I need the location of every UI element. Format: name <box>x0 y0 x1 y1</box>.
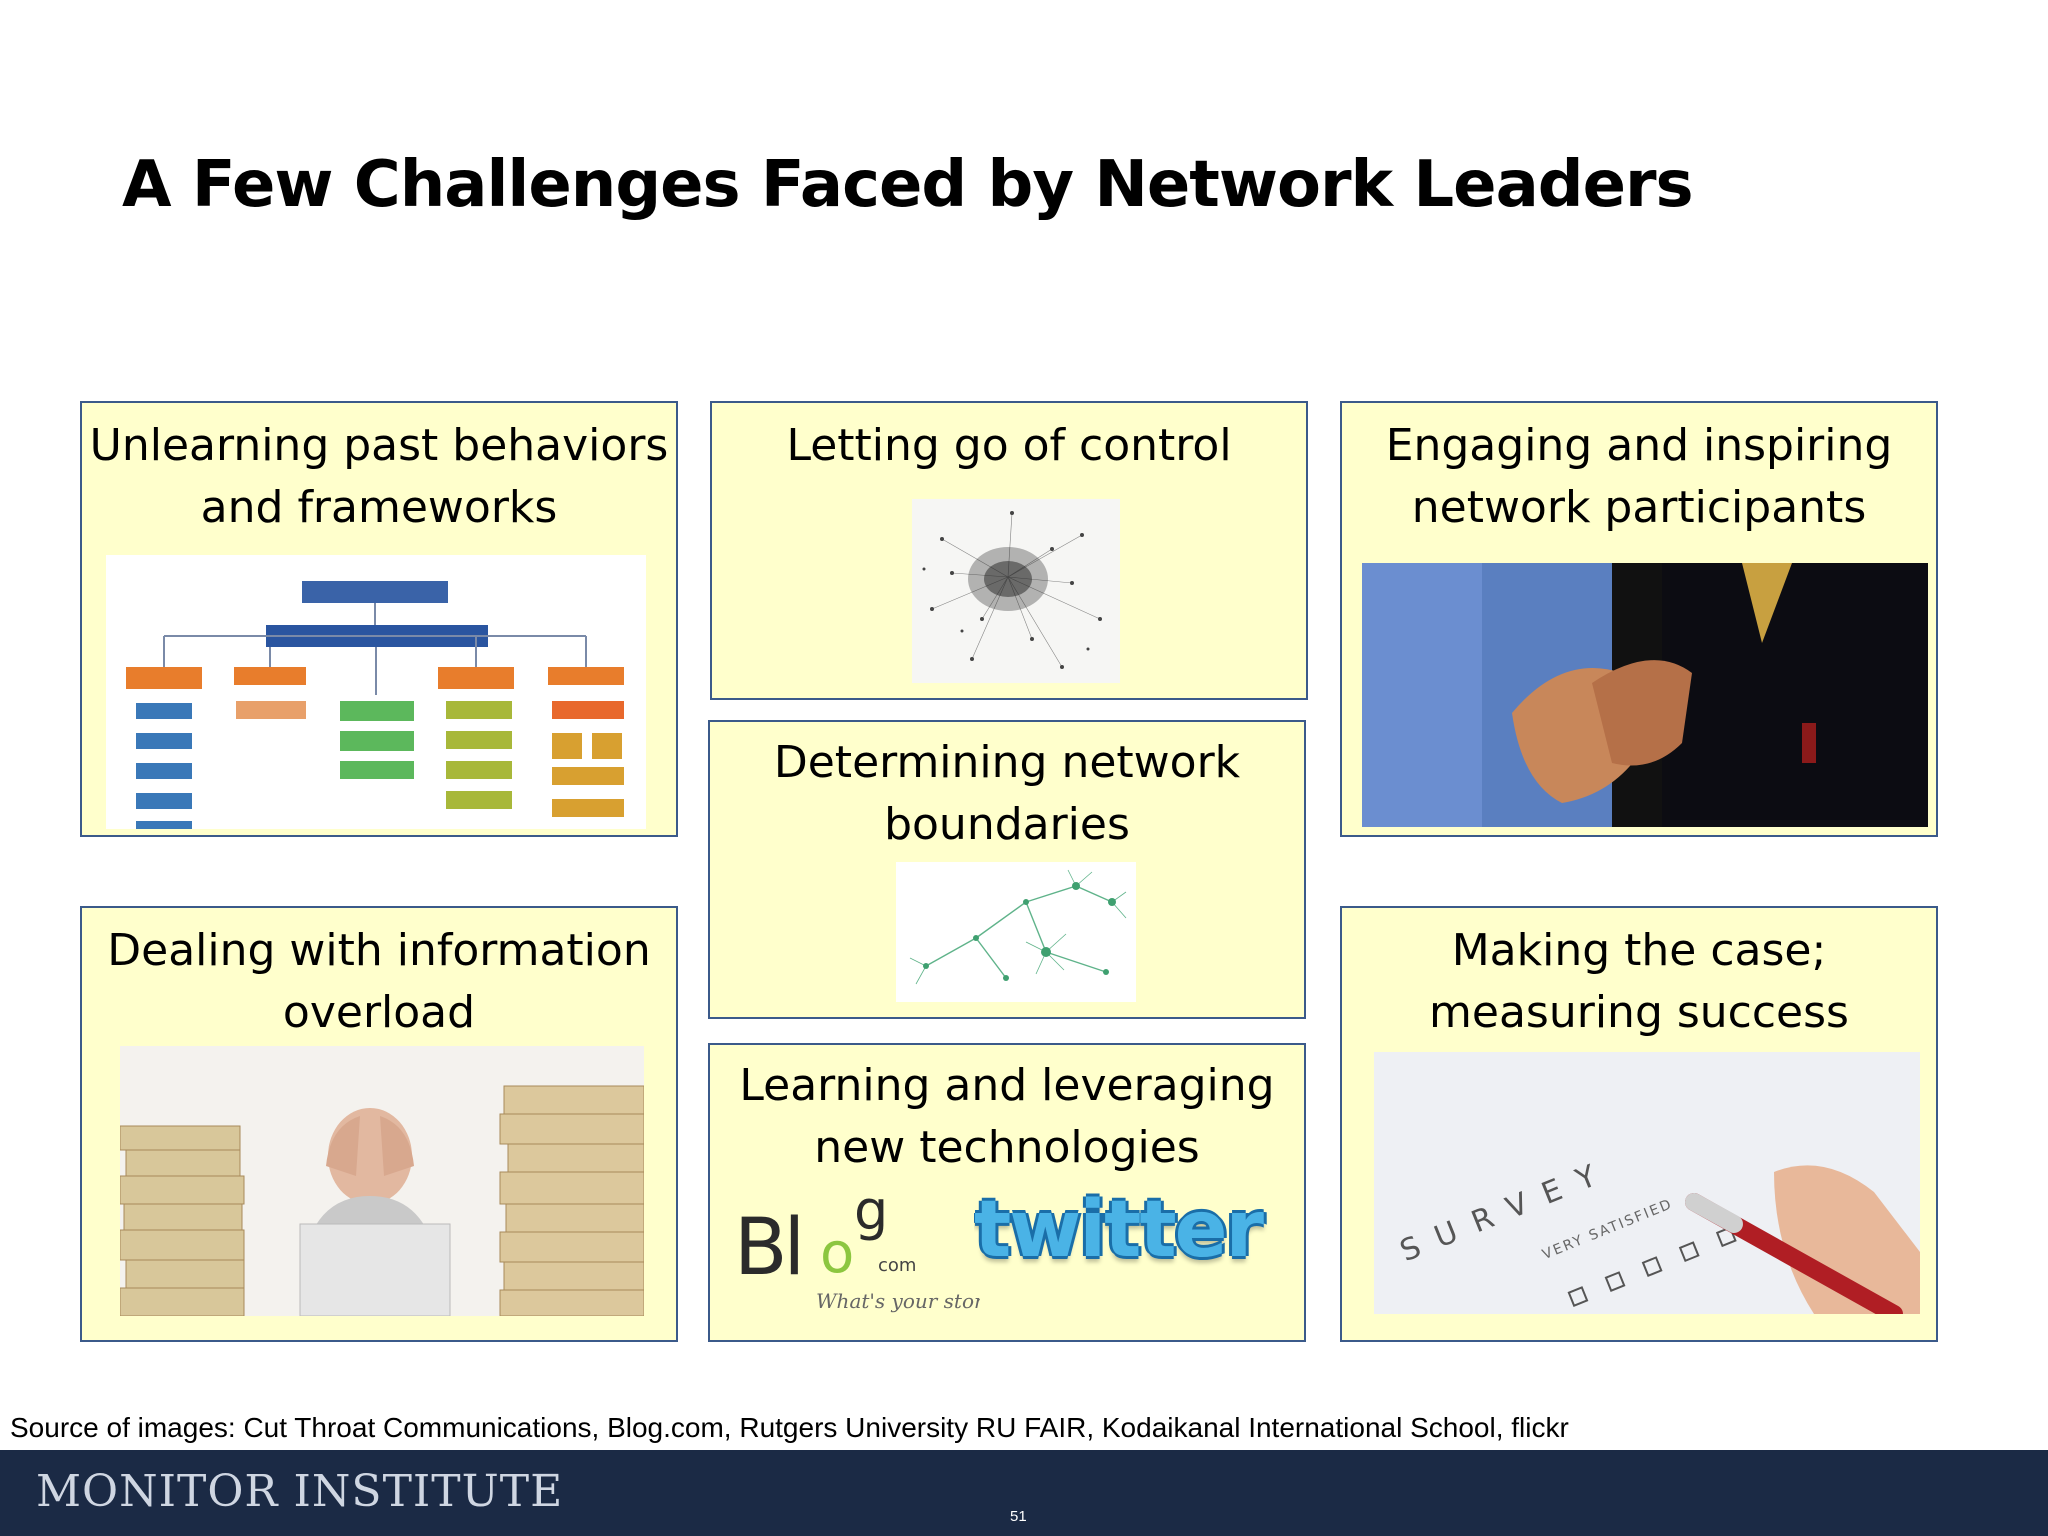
challenge-box-making-case: Making the case; measuring success SURVE… <box>1340 906 1938 1342</box>
challenge-label: Engaging and inspiring network participa… <box>1385 420 1893 533</box>
blog-o: o <box>820 1221 855 1286</box>
network-cluster-image <box>912 499 1120 683</box>
challenge-label: Letting go of control <box>786 420 1232 471</box>
blog-g: g <box>854 1185 889 1242</box>
blog-tagline: What's your story? <box>816 1289 980 1313</box>
challenge-box-boundaries: Determining network boundaries <box>708 720 1306 1019</box>
challenge-label: Making the case; measuring success <box>1429 925 1849 1038</box>
network-graph-image <box>896 862 1136 1002</box>
blog-com-logo: Bl o g com What's your story? <box>730 1185 980 1325</box>
handshake-image <box>1362 563 1928 827</box>
slide-title: A Few Challenges Faced by Network Leader… <box>122 148 1694 222</box>
twitter-wordmark: twitter <box>974 1191 1264 1275</box>
challenge-box-technologies: Learning and leveraging new technologies… <box>708 1043 1306 1342</box>
page-number: 51 <box>1010 1508 1027 1525</box>
challenge-box-engaging: Engaging and inspiring network participa… <box>1340 401 1938 837</box>
challenge-box-letting-go: Letting go of control <box>710 401 1308 700</box>
challenge-label: Determining network boundaries <box>773 737 1241 850</box>
blog-com: com <box>878 1255 917 1276</box>
challenge-label: Unlearning past behaviors and frameworks <box>89 420 669 533</box>
monitor-institute-logo: MONITOR INSTITUTE <box>36 1466 564 1517</box>
challenge-label: Dealing with information overload <box>107 925 651 1038</box>
org-chart-image <box>106 555 646 829</box>
survey-image: SURVEY VERY SATISFIED <box>1374 1052 1920 1314</box>
footer-bar: MONITOR INSTITUTE 51 <box>0 1450 2048 1536</box>
paper-stacks-image <box>120 1046 644 1316</box>
challenge-label: Learning and leveraging new technologies <box>739 1060 1275 1173</box>
blog-wordmark: Bl <box>734 1203 805 1293</box>
challenge-box-unlearning: Unlearning past behaviors and frameworks <box>80 401 678 837</box>
challenge-box-information-overload: Dealing with information overload <box>80 906 678 1342</box>
image-source-note: Source of images: Cut Throat Communicati… <box>10 1412 1569 1443</box>
twitter-logo: twitter <box>974 1191 1292 1281</box>
